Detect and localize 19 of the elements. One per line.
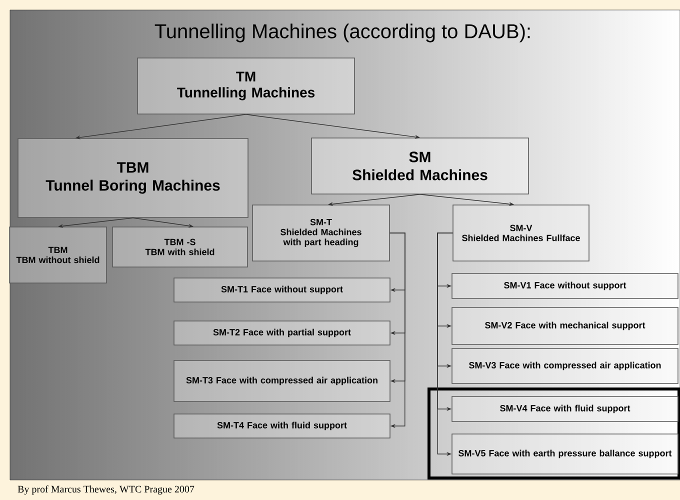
caption: By prof Marcus Thewes, WTC Prague 2007 bbox=[18, 485, 194, 495]
category-box: SM-V5 Face with earth pressure ballance support bbox=[452, 434, 678, 474]
title: Tunnelling Machines (according to DAUB): bbox=[154, 24, 530, 42]
category-box: TM Tunnelling Machines bbox=[137, 58, 355, 114]
category-box: SM-V1 Face without support bbox=[452, 273, 678, 299]
category-box: SM-T1 Face without support bbox=[174, 278, 390, 302]
category-box: SM-T3 Face with compressed air application bbox=[174, 360, 390, 402]
category-box: SM-T4 Face with fluid support bbox=[174, 414, 390, 438]
category-box: TBM TBM without shield bbox=[9, 226, 107, 284]
category-box: TBM -S TBM with shield bbox=[112, 226, 248, 268]
category-box: SM-V4 Face with fluid support bbox=[452, 396, 678, 422]
category-box: TBM Tunnel Boring Machines bbox=[18, 138, 248, 218]
arrow bbox=[390, 232, 406, 428]
category-box: SM Shielded Machines bbox=[311, 138, 529, 194]
category-box: SM-V2 Face with mechanical support bbox=[452, 307, 678, 345]
category-box: SM-V Shielded Machines Fullface bbox=[452, 204, 590, 262]
category-box: SM-T Shielded Machines with part heading bbox=[252, 204, 390, 262]
category-box: SM-T2 Face with partial support bbox=[174, 320, 390, 346]
category-box: SM-V3 Face with compressed air application bbox=[452, 348, 678, 384]
